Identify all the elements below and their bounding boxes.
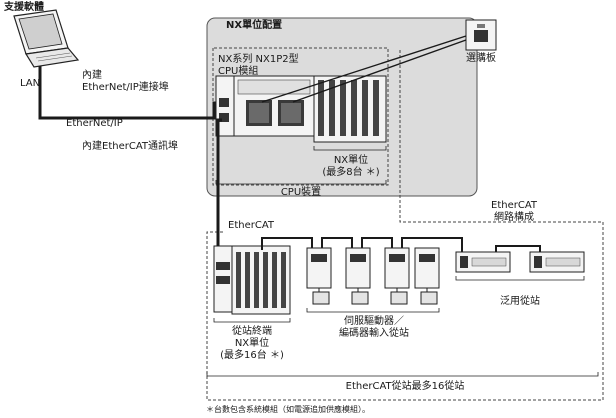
label-builtin-ecat: 內建EtherCAT通訊埠 (82, 141, 178, 152)
label-ethercat: EtherCAT (228, 220, 274, 231)
nx-units (313, 75, 387, 143)
cpu-boundary-dashed (212, 47, 389, 186)
label-lan: LAN (20, 78, 41, 89)
label-nx-cpu-2: CPU模組 (218, 66, 259, 77)
label-builtin-enip-2: EtherNet/IP連接埠 (82, 82, 169, 93)
label-generic-slave: 泛用從站 (500, 296, 540, 307)
label-ecat-net-2: 網路構成 (494, 212, 534, 223)
label-servo-2: 編碼器輸入從站 (339, 328, 409, 339)
label-nx-config: NX單位配置 (226, 20, 283, 31)
label-option-board: 選購板 (466, 53, 496, 64)
label-support-software: 支援軟體 (4, 2, 44, 13)
label-cpu-device: CPU裝置 (280, 187, 322, 198)
ethercat-cable (216, 118, 222, 246)
label-slave-term-1: 從站終端 (232, 326, 272, 337)
label-servo-1: 伺服驅動器／ (344, 316, 404, 327)
option-board-icon (465, 19, 497, 51)
servo-drive-4 (414, 247, 440, 305)
cpu-device-brace (215, 180, 387, 185)
label-slave-term-2: NX單位 (234, 338, 270, 349)
ethercat-chain (261, 237, 541, 256)
label-ethernet-ip: EtherNet/IP (66, 118, 123, 129)
label-nx-unit-2: (最多8台 ＊) (322, 167, 380, 178)
laptop-icon (13, 9, 80, 68)
nx-unit-brace (313, 146, 387, 151)
label-nx-unit-1: NX單位 (333, 155, 369, 166)
nx-cpu-module (215, 75, 315, 137)
label-ethercat-max: EtherCAT從站最多16從站 (345, 381, 465, 392)
generic-slave-1 (455, 251, 511, 273)
generic-slave-brace (455, 276, 585, 281)
generic-slave-2 (529, 251, 585, 273)
option-board-pointer-1 (261, 35, 467, 103)
label-ecat-net-1: EtherCAT (491, 200, 537, 211)
footnote: ＊台數包含系統模組（如電源追加供應模組）。 (206, 405, 370, 414)
slave-terminal-brace (213, 318, 291, 323)
ethercat-max-brace (206, 372, 599, 377)
servo-brace (306, 308, 440, 313)
label-slave-term-3: (最多16台 ＊) (220, 350, 284, 361)
option-board-pointer-2 (292, 39, 467, 103)
slave-terminal (213, 245, 291, 315)
servo-drive-3 (384, 247, 410, 305)
servo-drive-1 (306, 247, 332, 305)
label-builtin-enip-1: 內建 (82, 70, 102, 81)
servo-drive-2 (345, 247, 371, 305)
ethercat-network-boundary (206, 50, 604, 401)
label-nx-cpu-1: NX系列 NX1P2型 (218, 54, 299, 65)
